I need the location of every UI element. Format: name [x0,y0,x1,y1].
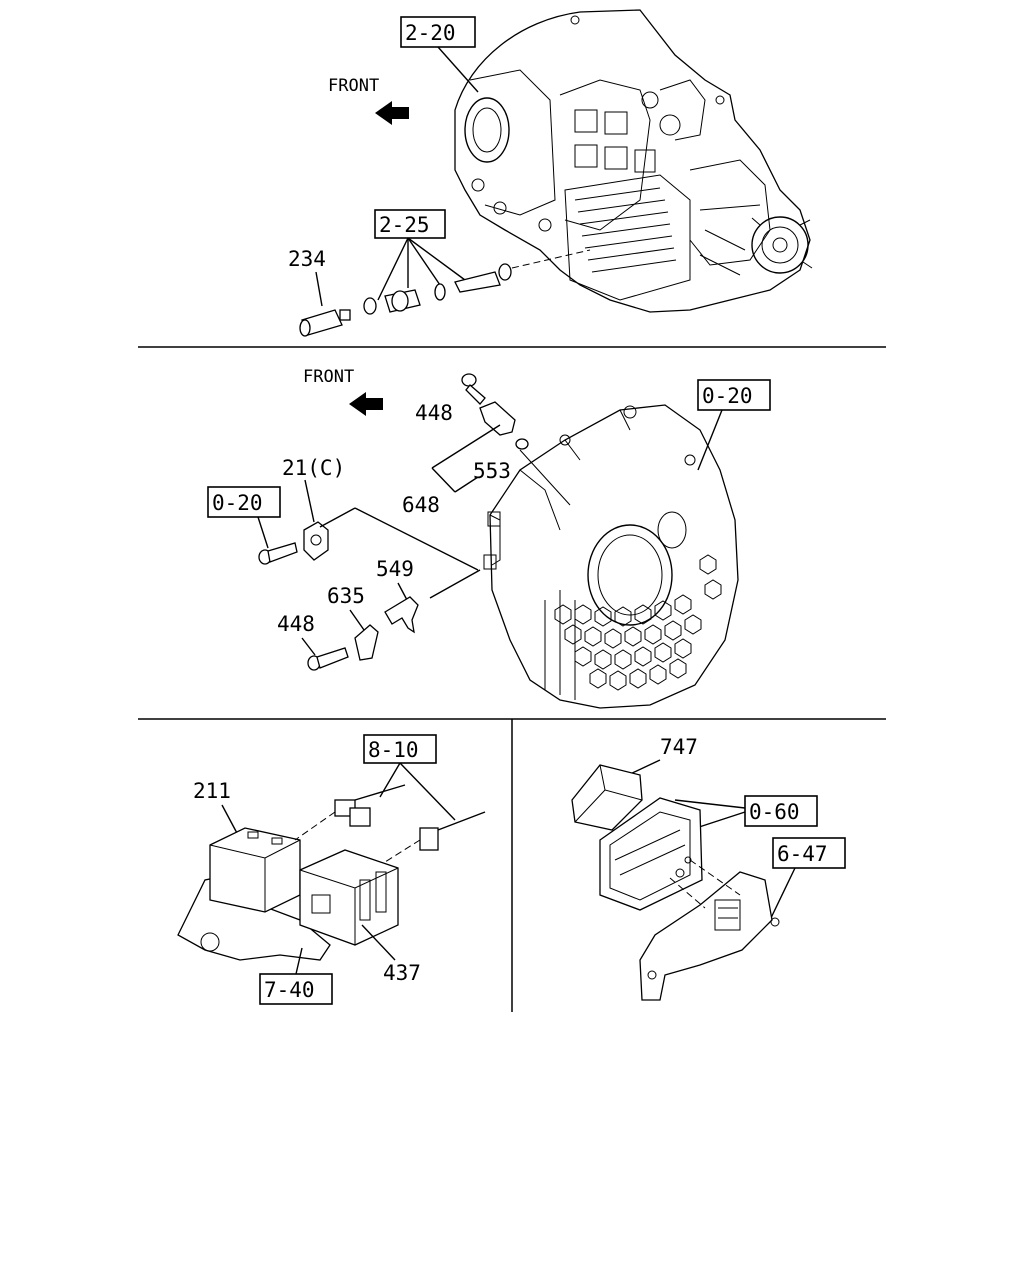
part-label-211: 211 [193,779,231,803]
part-635-sensor [354,624,379,661]
part-21c-bracket [303,521,329,561]
sensor-648 [479,401,516,436]
part-label-553: 553 [473,459,511,483]
front-arrow-icon [375,101,409,125]
part-211-relay [209,827,301,913]
part-label-437: 437 [383,961,421,985]
connectors-8-10 [294,784,486,863]
part-234-sensor [299,309,351,337]
ref-label-8-10: 8-10 [368,738,419,762]
speed-sensor-parts [363,249,591,315]
ref-label-2-20: 2-20 [405,21,456,45]
front-arrow-icon-middle [349,392,383,416]
ref-box-6-47 [772,837,846,869]
mounting-bracket [639,856,780,1001]
ref-box-0-20-right [697,379,771,411]
ref-box-7-40 [259,973,333,1005]
ref-label-0-20-left: 0-20 [212,491,263,515]
transmission-drawing [454,9,813,313]
part-747-module [571,764,643,831]
part-label-448-bottom: 448 [277,612,315,636]
part-549-clip [384,596,419,634]
section-bottom-left: 8-10 211 [177,734,486,1005]
ref-label-6-47: 6-47 [777,842,828,866]
front-label-middle: FRONT [303,367,354,387]
front-label-top: FRONT [328,76,379,96]
honeycomb-pattern [554,554,722,691]
part-label-234: 234 [288,247,326,271]
section-middle: FRONT [207,367,771,709]
ref-box-0-20-left [207,486,281,518]
part-448-bolt-top [461,373,486,405]
ref-box-0-60 [744,795,818,827]
part-553-oring [515,438,529,450]
ref-label-0-20-right: 0-20 [702,384,753,408]
part-label-21c: 21(C) [282,456,345,480]
part-label-747: 747 [660,735,698,759]
bolt-0-20 [258,542,298,565]
ref-box-2-25 [374,209,446,239]
part-label-635: 635 [327,584,365,608]
part-label-549: 549 [376,557,414,581]
ecu-module [599,797,703,911]
ref-label-2-25: 2-25 [379,213,430,237]
ref-box-2-20 [400,16,476,48]
section-top: FRONT [288,9,813,337]
part-448-bolt-bottom [307,647,349,671]
part-437-relay [299,849,399,946]
ref-label-0-60: 0-60 [749,800,800,824]
section-bottom-right: 747 0-60 6-47 [571,735,846,1001]
part-label-448-top: 448 [415,401,453,425]
ref-label-7-40: 7-40 [264,978,315,1002]
part-label-648: 648 [402,493,440,517]
flywheel-housing-drawing [483,404,739,709]
